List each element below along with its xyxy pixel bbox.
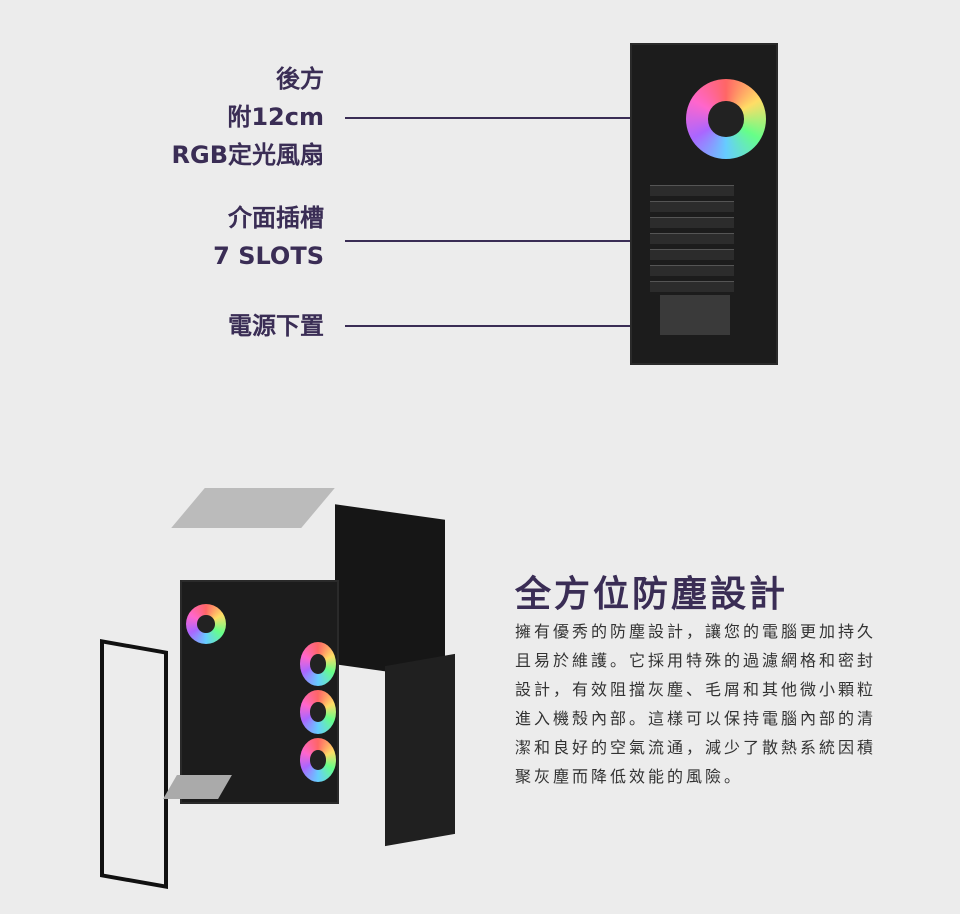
section-paragraph: 擁有優秀的防塵設計，讓您的電腦更加持久且易於維護。它採用特殊的過濾網格和密封設計… xyxy=(515,622,877,786)
psu-image xyxy=(660,295,730,335)
label-line: RGB定光風扇 xyxy=(171,141,324,169)
label-line: 電源下置 xyxy=(228,312,324,340)
label-line: 介面插槽 xyxy=(228,204,324,232)
front-panel-image xyxy=(385,653,455,847)
psu-label: 電源下置 xyxy=(228,307,324,345)
rear-fan-image xyxy=(686,79,766,159)
case-exploded-image xyxy=(180,580,339,804)
label-line: 後方 xyxy=(276,65,324,93)
label-line: 7 SLOTS xyxy=(213,242,324,270)
top-dust-filter-image xyxy=(171,488,335,528)
rear-fan-label: 後方 附12cm RGB定光風扇 xyxy=(172,60,324,174)
expansion-slots-label: 介面插槽 7 SLOTS xyxy=(213,199,324,275)
case-rear-image xyxy=(630,43,778,365)
glass-panel-image xyxy=(100,639,168,889)
section-title: 全方位防塵設計 xyxy=(515,574,789,615)
side-panel-image xyxy=(335,504,445,680)
callout-line xyxy=(345,240,632,242)
callout-line xyxy=(345,117,632,119)
label-line: 附12cm xyxy=(227,103,324,131)
callout-line xyxy=(345,325,632,327)
